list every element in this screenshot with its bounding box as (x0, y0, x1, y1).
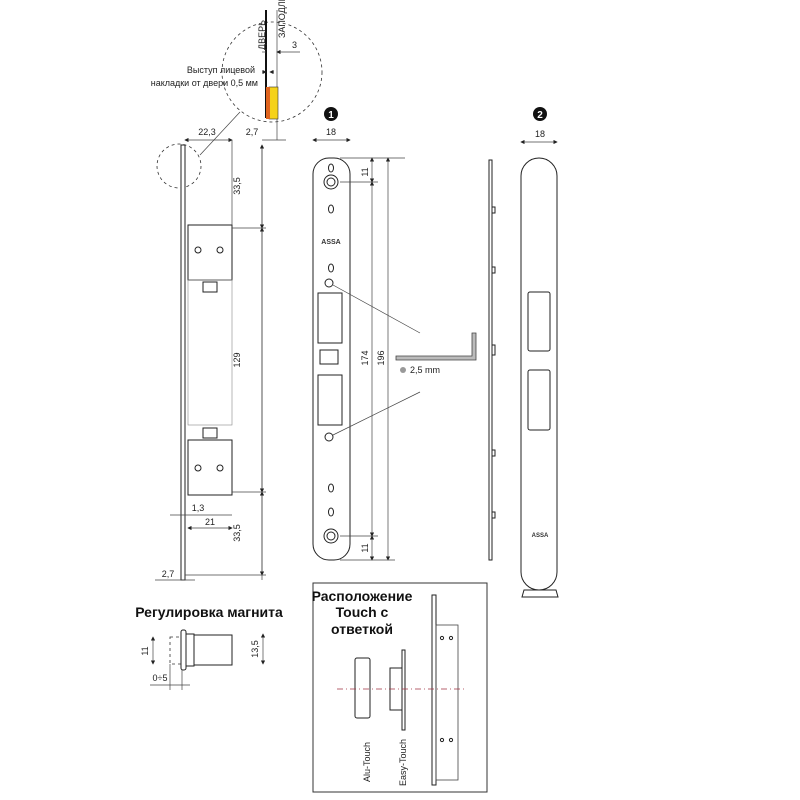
strike-plate-1: 1 18 ASSA 11 174 196 11 (312, 107, 421, 561)
allen-key: 2,5 mm (395, 332, 477, 375)
dim-18-part2: 18 (535, 129, 545, 139)
strike-side-view: 22,3 2,7 33,5 129 33,5 1,3 21 2,7 (155, 127, 286, 581)
svg-text:2: 2 (537, 110, 543, 121)
touch-title-1: Расположение (312, 588, 413, 604)
dim-21: 21 (205, 517, 215, 527)
detail-marker-circle (156, 143, 202, 189)
plate-outline (312, 157, 351, 561)
dim-18: 18 (326, 127, 336, 137)
detail-circle (221, 21, 323, 123)
dim-13-5: 13,5 (250, 640, 260, 658)
flush-label: ЗАПОДЛИЦО (277, 0, 287, 38)
dim-129: 129 (232, 352, 242, 367)
badge-2 (533, 107, 547, 121)
dim-174: 174 (360, 350, 370, 365)
key-size-label: 2,5 mm (410, 365, 440, 375)
dim-1-3: 1,3 (192, 503, 205, 513)
alu-touch-shape (354, 657, 371, 719)
assa-logo-2: ASSA (532, 533, 549, 539)
strike-plate-2: 2 18 ASSA (520, 107, 559, 598)
door-label: ДВЕРЬ (257, 20, 267, 50)
cover-plate-outline (520, 157, 558, 591)
badge-1 (324, 107, 338, 121)
note-line2: накладки от двери 0,5 мм (151, 78, 258, 88)
touch-title-3: ответкой (331, 621, 393, 637)
assa-logo: ASSA (321, 239, 340, 246)
easy-touch-label: Easy-Touch (398, 739, 408, 786)
dim-2-7-bottom: 2,7 (162, 569, 175, 579)
dim-33-5-top: 33,5 (232, 177, 242, 195)
alu-touch-label: Alu-Touch (362, 742, 372, 782)
strike-plate-yellow (268, 86, 279, 120)
cover-end-view (521, 589, 559, 598)
magnet-title: Регулировка магнита (135, 604, 283, 620)
dim-0-5: 0÷5 (153, 673, 168, 683)
flush-detail: ДВЕРЬ ЗАПОДЛИЦО 3 Выступ лицевой накладк… (151, 0, 323, 156)
dim-33-5-bottom: 33,5 (232, 524, 242, 542)
dim-196: 196 (376, 350, 386, 365)
svg-text:1: 1 (328, 110, 334, 121)
plate-side-profile (488, 159, 496, 561)
dim-2-7-top: 2,7 (246, 127, 259, 137)
dim-22-3: 22,3 (198, 127, 216, 137)
hex-key-icon (395, 332, 477, 361)
dim-11-bottom: 11 (360, 543, 370, 552)
dim-11-top: 11 (360, 167, 370, 176)
dim-11-magnet: 11 (140, 646, 150, 655)
magnet-adjustment: Регулировка магнита 11 13,5 0÷5 (135, 604, 283, 690)
dim-3: 3 (292, 40, 297, 50)
faceplate-orange (266, 87, 270, 119)
touch-position-panel: Расположение Touch с ответкой Alu-Touch … (312, 582, 488, 793)
hex-size-dot (400, 367, 406, 373)
note-line1: Выступ лицевой (187, 65, 255, 75)
touch-title-2: Touch с (336, 604, 389, 620)
